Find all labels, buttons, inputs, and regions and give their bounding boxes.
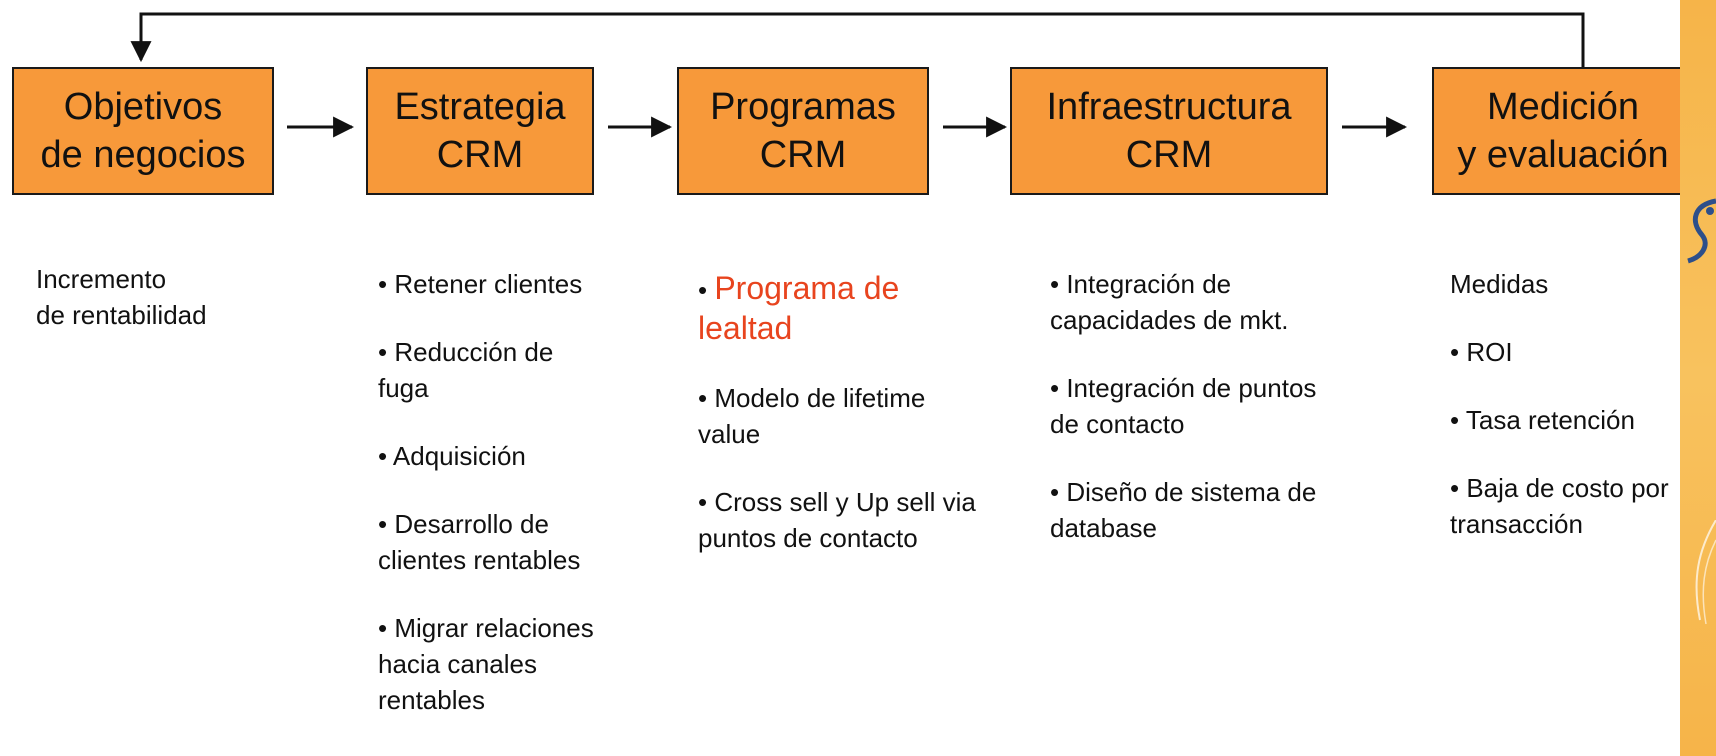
box-infraestructura-line1: Infraestructura [1046, 86, 1292, 128]
programas-item: • Cross sell y Up sell via puntos de con… [698, 487, 976, 553]
column-objetivos: Incremento de rentabilidad [36, 261, 276, 333]
estrategia-item: • Migrar relaciones hacia canales rentab… [378, 613, 594, 715]
medicion-item: • ROI [1450, 337, 1513, 367]
column-estrategia: • Retener clientes • Reducción de fuga •… [378, 266, 648, 750]
decorative-leaf-icon [1695, 520, 1716, 625]
box-infraestructura-line2: CRM [1125, 134, 1213, 176]
box-estrategia-line2: CRM [436, 134, 524, 176]
infraestructura-item: • Diseño de sistema de database [1050, 477, 1317, 543]
programas-item: • Modelo de lifetime value [698, 383, 926, 449]
programas-highlight-item: • Programa de lealtad [698, 268, 958, 348]
programas-bullet: • [698, 275, 715, 305]
objetivos-line1: Incremento [36, 264, 167, 294]
column-programas: • Programa de lealtad • Modelo de lifeti… [698, 268, 998, 588]
medicion-item: • Tasa retención [1450, 405, 1635, 435]
box-estrategia-line1: Estrategia [394, 86, 566, 128]
estrategia-item: • Reducción de fuga [378, 337, 554, 403]
box-estrategia: Estrategia CRM [366, 67, 594, 195]
box-programas-line1: Programas [710, 86, 896, 128]
box-programas: Programas CRM [677, 67, 929, 195]
column-infraestructura: • Integración de capacidades de mkt. • I… [1050, 266, 1360, 578]
box-programas-line2: CRM [759, 134, 847, 176]
box-medicion-line2: y evaluación [1457, 134, 1669, 176]
infraestructura-item: • Integración de capacidades de mkt. [1050, 269, 1289, 335]
box-objetivos-line1: Objetivos [63, 86, 223, 128]
box-medicion-line1: Medición [1486, 86, 1640, 128]
infraestructura-item: • Integración de puntos de contacto [1050, 373, 1317, 439]
column-medicion: Medidas • ROI • Tasa retención • Baja de… [1450, 266, 1690, 574]
medicion-item: • Baja de costo por transacción [1450, 473, 1669, 539]
decorative-swirl-icon [1687, 198, 1716, 264]
estrategia-item: • Desarrollo de clientes rentables [378, 509, 581, 575]
medicion-heading: Medidas [1450, 269, 1549, 299]
box-infraestructura: Infraestructura CRM [1010, 67, 1328, 195]
box-medicion: Medición y evaluación [1432, 67, 1694, 195]
box-objetivos: Objetivos de negocios [12, 67, 274, 195]
estrategia-item: • Retener clientes [378, 269, 583, 299]
programas-highlight: Programa de lealtad [698, 270, 900, 346]
decorative-side-strip [1680, 0, 1716, 756]
objetivos-line2: de rentabilidad [36, 300, 207, 330]
estrategia-item: • Adquisición [378, 441, 526, 471]
box-objetivos-line2: de negocios [40, 134, 246, 176]
feedback-loop-arrow [130, 12, 1585, 67]
